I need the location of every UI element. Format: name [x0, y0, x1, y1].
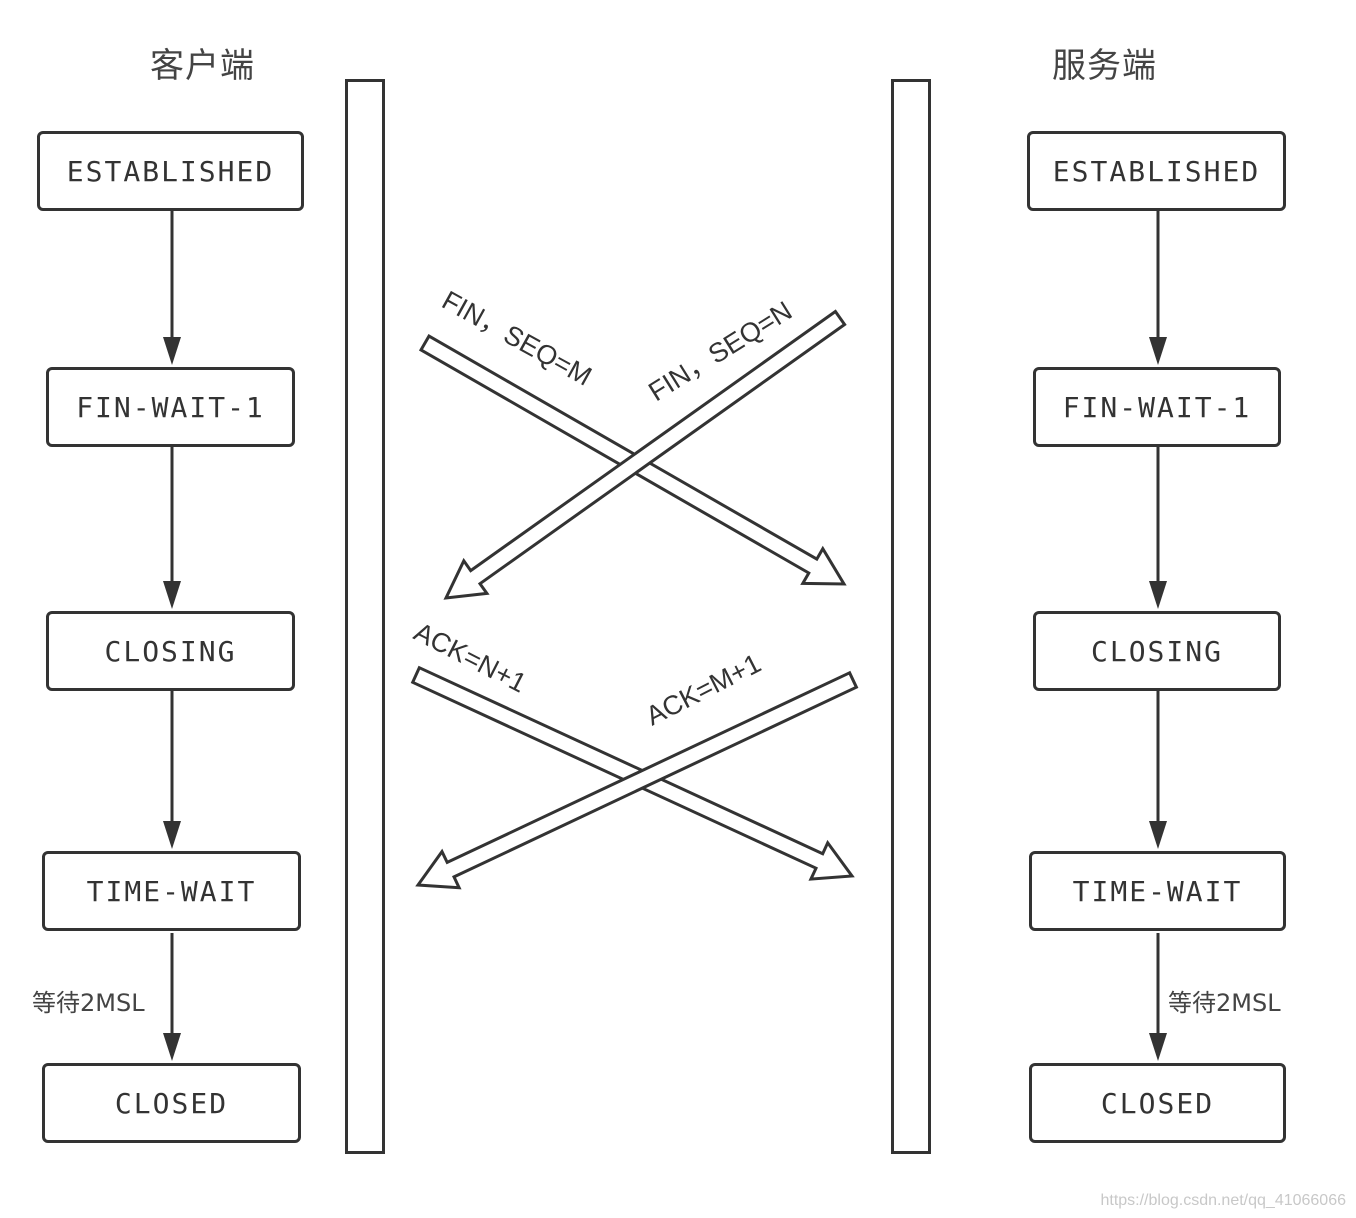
server-wait-label: 等待2MSL [1168, 989, 1281, 1017]
server-state-closing: CLOSING [1033, 611, 1281, 691]
label-fin-seq-n: FIN，SEQ=N [643, 295, 797, 407]
server-state-fin-wait-1: FIN-WAIT-1 [1033, 367, 1281, 447]
arrow-fin-server-to-client [443, 309, 847, 600]
client-state-closed: CLOSED [42, 1063, 301, 1143]
server-arrowhead-1 [1149, 337, 1167, 365]
client-wait-label: 等待2MSL [32, 989, 145, 1017]
server-state-closed: CLOSED [1029, 1063, 1286, 1143]
message-arrows [410, 309, 859, 890]
arrow-ack-client-to-server [410, 665, 855, 881]
server-title: 服务端 [1052, 46, 1157, 86]
client-arrowhead-1 [163, 337, 181, 365]
client-state-established: ESTABLISHED [37, 131, 304, 211]
server-state-time-wait: TIME-WAIT [1029, 851, 1286, 931]
server-timeline [891, 79, 931, 1154]
server-arrowhead-2 [1149, 581, 1167, 609]
client-arrowhead-4 [163, 1033, 181, 1061]
client-transition-arrows [163, 211, 181, 1061]
server-arrowhead-4 [1149, 1033, 1167, 1061]
client-title: 客户端 [150, 46, 255, 86]
server-transition-arrows [1149, 211, 1167, 1061]
label-ack-m-plus-1: ACK=M+1 [641, 648, 766, 731]
label-fin-seq-m: FIN，SEQ=M [437, 285, 597, 392]
watermark: https://blog.csdn.net/qq_41066066 [1100, 1192, 1346, 1209]
client-timeline [345, 79, 385, 1154]
server-arrowhead-3 [1149, 821, 1167, 849]
client-arrowhead-2 [163, 581, 181, 609]
arrow-ack-server-to-client [415, 670, 859, 890]
client-state-closing: CLOSING [46, 611, 295, 691]
client-state-fin-wait-1: FIN-WAIT-1 [46, 367, 295, 447]
server-state-established: ESTABLISHED [1027, 131, 1286, 211]
client-arrowhead-3 [163, 821, 181, 849]
client-state-time-wait: TIME-WAIT [42, 851, 301, 931]
